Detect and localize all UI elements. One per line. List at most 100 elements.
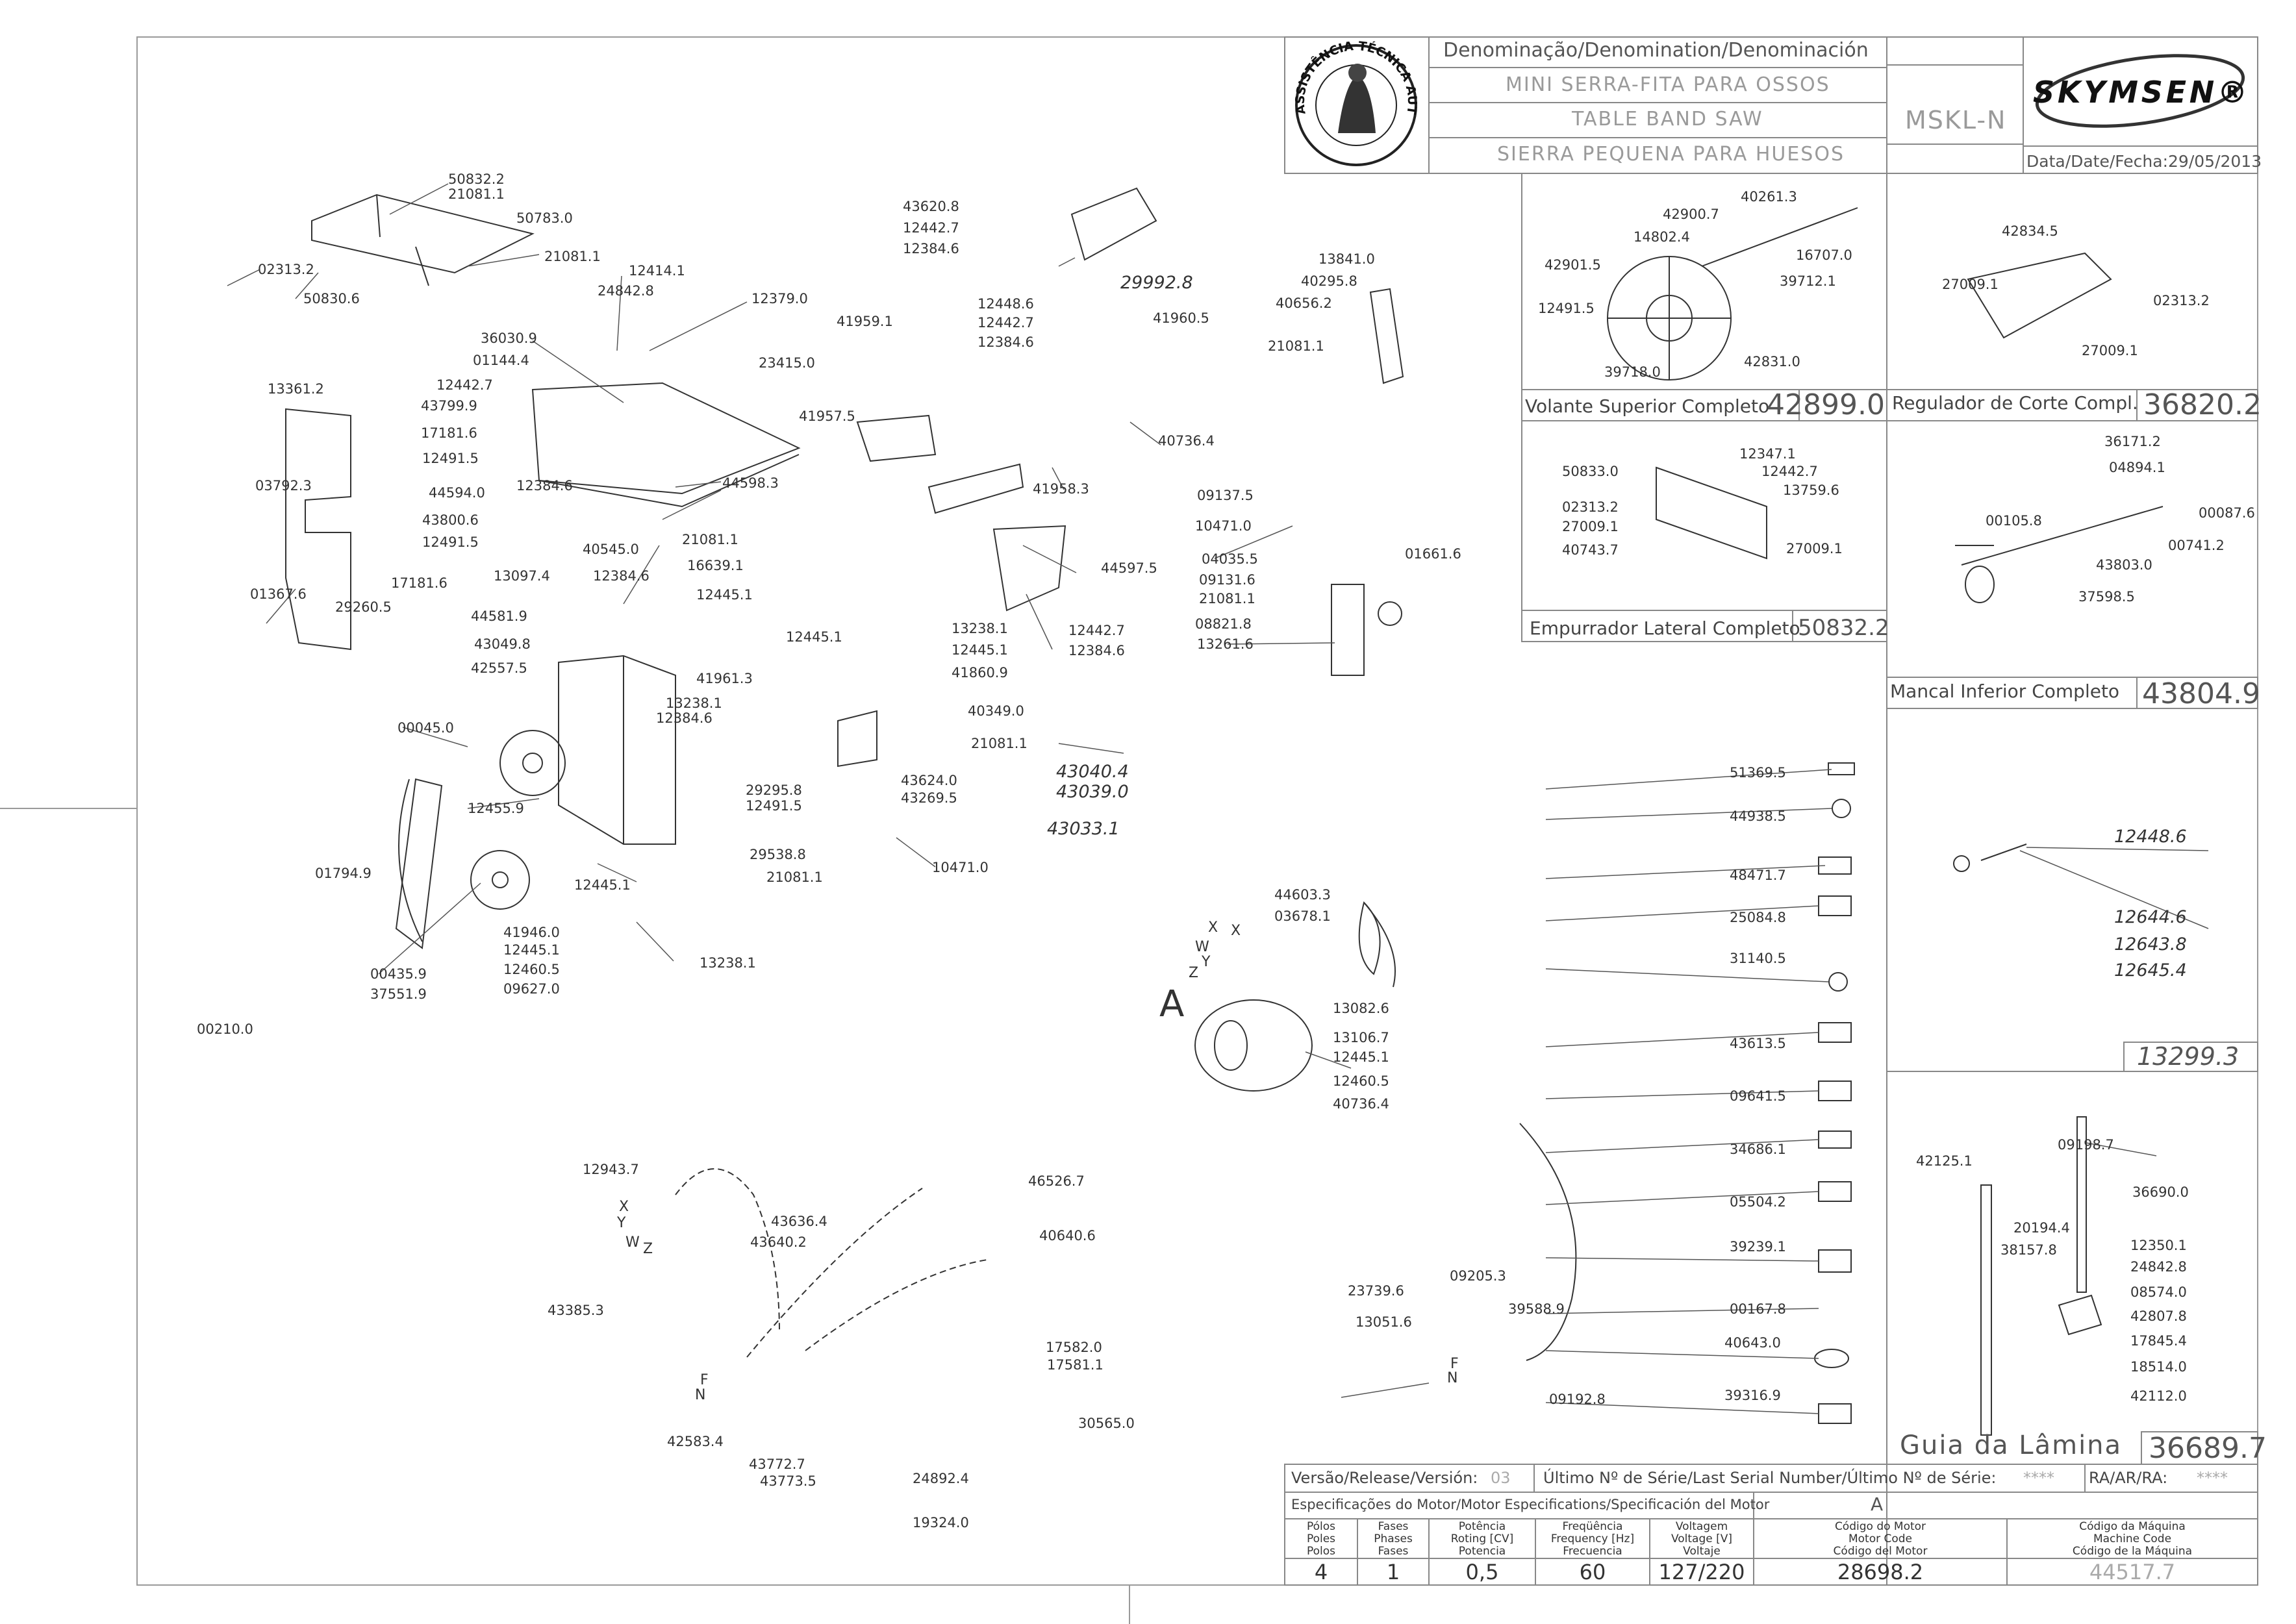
svg-text:25084.8: 25084.8 bbox=[1730, 910, 1786, 925]
svg-text:39718.0: 39718.0 bbox=[1604, 364, 1661, 380]
svg-text:05504.2: 05504.2 bbox=[1730, 1194, 1786, 1210]
part-label: 17181.6 bbox=[421, 425, 477, 441]
part-label: 13238.1 bbox=[666, 695, 722, 711]
part-label: 36030.9 bbox=[481, 331, 537, 346]
part-label: 39588.9 bbox=[1508, 1301, 1565, 1317]
part-label: 13238.1 bbox=[952, 621, 1008, 636]
part-label: 17581.1 bbox=[1047, 1357, 1104, 1373]
part-label: 40295.8 bbox=[1301, 273, 1357, 289]
version-label: Versão/Release/Versión: bbox=[1291, 1469, 1478, 1487]
svg-text:12491.5: 12491.5 bbox=[1538, 301, 1595, 316]
part-label: 43040.4 bbox=[1056, 762, 1129, 782]
svg-text:14802.4: 14802.4 bbox=[1634, 229, 1690, 245]
volante-label: Volante Superior Completo bbox=[1525, 395, 1770, 417]
svg-text:F: F bbox=[700, 1372, 709, 1388]
svg-text:Y: Y bbox=[616, 1215, 626, 1231]
svg-text:42901.5: 42901.5 bbox=[1545, 257, 1601, 273]
empurrador-label: Empurrador Lateral Completo bbox=[1530, 618, 1800, 639]
part-label: 50830.6 bbox=[303, 291, 360, 306]
svg-text:38157.8: 38157.8 bbox=[2000, 1242, 2057, 1258]
svg-text:X: X bbox=[1208, 919, 1218, 936]
part-label: 12442.7 bbox=[903, 220, 959, 236]
svg-text:42112.0: 42112.0 bbox=[2130, 1388, 2187, 1404]
product-name-pt: MINI SERRA-FITA PARA OSSOS bbox=[1506, 73, 1830, 96]
part-label: 00435.9 bbox=[370, 966, 427, 982]
part-label: 13082.6 bbox=[1333, 1001, 1389, 1016]
machine-components bbox=[285, 187, 2164, 1436]
svg-text:51369.5: 51369.5 bbox=[1730, 765, 1786, 781]
svg-text:04894.1: 04894.1 bbox=[2109, 460, 2165, 475]
part-label: 12379.0 bbox=[751, 291, 808, 306]
part-label: 13361.2 bbox=[268, 381, 324, 397]
machine-code-value: 44517.7 bbox=[2089, 1560, 2176, 1584]
part-label: 12384.6 bbox=[656, 710, 713, 726]
serial-value: **** bbox=[2023, 1469, 2054, 1487]
svg-text:N: N bbox=[695, 1387, 705, 1403]
part-label: 12384.6 bbox=[593, 568, 650, 584]
part-label: 01367.6 bbox=[250, 586, 307, 602]
motor-specs-label: Especificações do Motor/Motor Especifica… bbox=[1291, 1497, 1770, 1512]
part-label: 09627.0 bbox=[503, 981, 560, 997]
part-label: 12445.1 bbox=[786, 629, 842, 645]
guia-label: Guia da Lâmina bbox=[1900, 1430, 2123, 1460]
model-code: MSKL-N bbox=[1905, 106, 2007, 134]
part-label: 44594.0 bbox=[429, 485, 485, 501]
part-label: 12442.7 bbox=[436, 377, 493, 393]
svg-text:39712.1: 39712.1 bbox=[1780, 273, 1836, 289]
version-value: 03 bbox=[1491, 1469, 1511, 1487]
subassembly-part-labels: 40261.3 42900.7 14802.4 42901.5 16707.0 … bbox=[1538, 189, 2255, 1404]
part-label: 13051.6 bbox=[1356, 1314, 1412, 1330]
part-label: 12384.6 bbox=[978, 334, 1034, 350]
product-name-es: SIERRA PEQUENA PARA HUESOS bbox=[1497, 143, 1845, 166]
part-label: 44598.3 bbox=[722, 475, 779, 491]
svg-text:12644.6: 12644.6 bbox=[2114, 907, 2187, 927]
svg-text:44938.5: 44938.5 bbox=[1730, 808, 1786, 824]
svg-text:40643.0: 40643.0 bbox=[1724, 1335, 1781, 1351]
svg-text:F: F bbox=[1450, 1356, 1459, 1372]
wire-letters: W X X Y Z X Y W Z F N F N A bbox=[616, 919, 1459, 1403]
svg-text:00105.8: 00105.8 bbox=[1986, 513, 2042, 529]
part-label: 43799.9 bbox=[421, 398, 477, 414]
part-label: 12455.9 bbox=[468, 801, 524, 816]
svg-text:W: W bbox=[1195, 939, 1209, 955]
part-label: 13238.1 bbox=[700, 955, 756, 971]
part-label: 10471.0 bbox=[932, 860, 989, 875]
part-label: 50783.0 bbox=[516, 210, 573, 226]
part-label: 29295.8 bbox=[746, 782, 802, 798]
part-label: 24892.4 bbox=[913, 1471, 969, 1486]
part-label: 41958.3 bbox=[1033, 481, 1089, 497]
part-label: 41960.5 bbox=[1153, 310, 1209, 326]
regulador-code: 36820.2 bbox=[2143, 388, 2262, 421]
svg-text:ASSISTÊNCIA TÉCNICA AUTORIZADA: ASSISTÊNCIA TÉCNICA AUTORIZADA bbox=[0, 0, 1419, 116]
svg-text:24842.8: 24842.8 bbox=[2130, 1259, 2187, 1275]
svg-text:12643.8: 12643.8 bbox=[2114, 934, 2187, 955]
part-label: 12491.5 bbox=[422, 534, 479, 550]
ra-label: RA/AR/RA: bbox=[2089, 1469, 2168, 1487]
part-label: 12943.7 bbox=[583, 1162, 639, 1177]
part-label: 29538.8 bbox=[750, 847, 806, 862]
part-label: 01794.9 bbox=[315, 866, 372, 881]
serial-label: Último Nº de Série/Last Serial Number/Úl… bbox=[1543, 1469, 1997, 1487]
ra-value: **** bbox=[2197, 1469, 2228, 1487]
part-label: 21081.1 bbox=[766, 869, 823, 885]
svg-text:50833.0: 50833.0 bbox=[1562, 464, 1619, 479]
part-label: 12460.5 bbox=[1333, 1073, 1389, 1089]
part-label: 43620.8 bbox=[903, 199, 959, 214]
svg-text:27009.1: 27009.1 bbox=[1562, 519, 1619, 534]
part-label: 44603.3 bbox=[1274, 887, 1331, 903]
svg-text:39239.1: 39239.1 bbox=[1730, 1239, 1786, 1255]
part-label: 03792.3 bbox=[255, 478, 312, 493]
part-label: 17181.6 bbox=[391, 575, 448, 591]
leader-lines bbox=[227, 183, 2209, 1414]
svg-text:42900.7: 42900.7 bbox=[1663, 206, 1719, 222]
svg-text:12350.1: 12350.1 bbox=[2130, 1238, 2187, 1253]
part-label: 03678.1 bbox=[1274, 908, 1331, 924]
part-label: 41961.3 bbox=[696, 671, 753, 686]
part-label: 41959.1 bbox=[837, 314, 893, 329]
svg-text:43803.0: 43803.0 bbox=[2096, 557, 2152, 573]
